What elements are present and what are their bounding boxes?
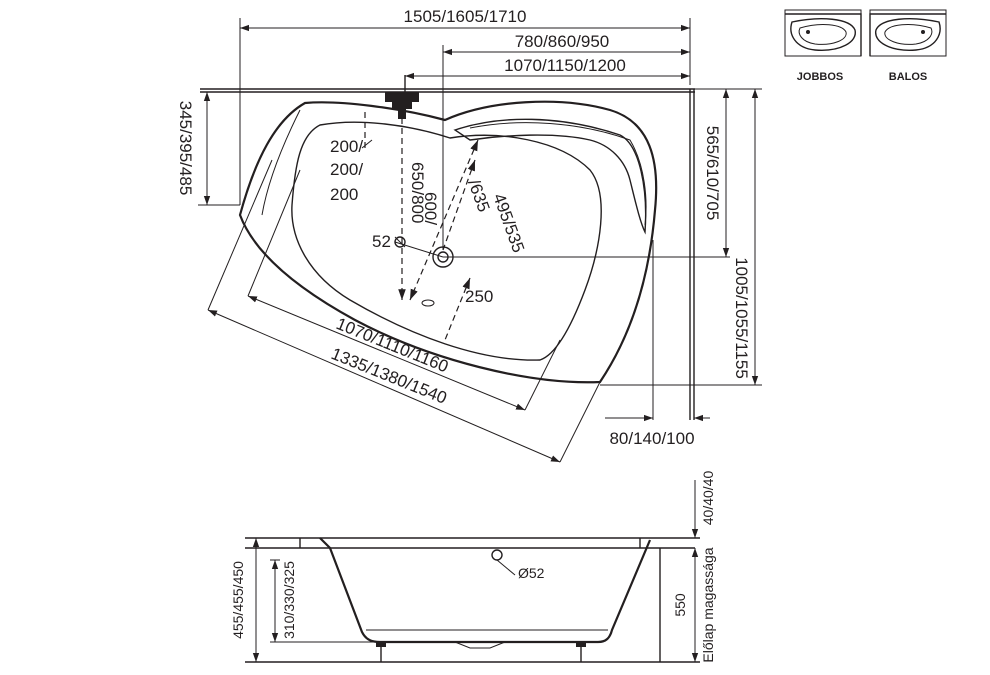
variant-right: JOBBOS: [784, 9, 862, 83]
tub-headrest-inner: [469, 122, 647, 226]
dim-total-width: 1505/1605/1710: [404, 7, 527, 26]
dim-left-depth: 345/395/485: [176, 101, 195, 196]
dim-diag-495-535: 495/535: [489, 191, 528, 255]
side-overflow-dia: Ø52: [518, 565, 545, 581]
tub-left-lip: [261, 109, 301, 216]
side-total-height: 455/455/450: [230, 561, 246, 639]
top-view: 1505/1605/1710 780/860/950 1070/1150/120…: [176, 7, 762, 463]
tub-inner-basin: [291, 121, 602, 361]
tub-headrest: [453, 118, 647, 235]
dim-tap-offset: 1070/1150/1200: [504, 56, 626, 75]
dim-right-inner-depth: 565/610/705: [703, 126, 722, 221]
side-overflow-hole: [491, 549, 503, 561]
variant-left-label: BALOS: [889, 71, 928, 83]
dim-bottom-offset: 80/140/100: [609, 429, 694, 448]
side-panel-height-label: Előlap magassága: [700, 547, 716, 662]
dim-diag-635: /635: [464, 177, 493, 215]
variant-right-label: JOBBOS: [797, 71, 843, 83]
dim-tap-spacing-1: 200/: [330, 137, 363, 156]
dim-overflow: 52: [372, 232, 391, 251]
side-panel-top: 40/40/40: [700, 471, 716, 526]
dim-drain-offset: 780/860/950: [515, 32, 610, 51]
dim-diag-600: 600/: [421, 192, 440, 225]
leg-icon-left: [376, 642, 386, 662]
dim-tap-spacing-3: 200: [330, 185, 358, 204]
tub-outer-rim: [238, 100, 658, 384]
side-view: Ø52 455/455/450 310/330/325 40/40/40 Elő…: [230, 471, 716, 663]
outlet-hole: [421, 299, 435, 307]
side-tub-body: [319, 537, 652, 644]
leg-icon-right: [576, 642, 586, 662]
variant-left: BALOS: [869, 9, 947, 83]
side-inner-depth: 310/330/325: [281, 561, 297, 639]
dim-right-total-depth: 1005/1055/1155: [732, 257, 751, 379]
dim-drain-edge: 250: [465, 287, 493, 306]
side-panel-height: 550: [672, 593, 688, 617]
dim-tap-spacing-2: 200/: [330, 160, 363, 179]
